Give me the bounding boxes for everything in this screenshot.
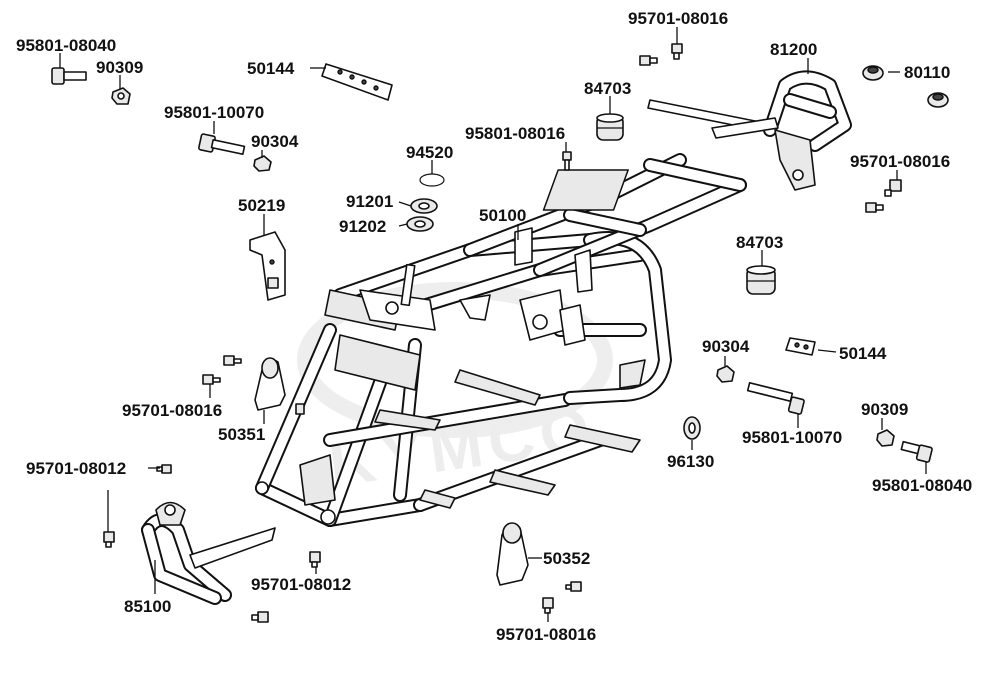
label-50352: 50352 bbox=[543, 549, 590, 568]
label-85100: 85100 bbox=[124, 597, 171, 616]
label-95801-10070-right: 95801-10070 bbox=[742, 428, 842, 447]
nut-90304-right bbox=[716, 365, 735, 383]
bolts-95701-08012-left bbox=[103, 464, 172, 548]
frame-50100 bbox=[255, 153, 747, 527]
leader-lines bbox=[59, 27, 927, 622]
label-90304-left: 90304 bbox=[251, 132, 299, 151]
label-50219: 50219 bbox=[238, 196, 285, 215]
bracket-50352 bbox=[496, 522, 529, 586]
label-84703-top: 84703 bbox=[584, 79, 631, 98]
circlip-94520 bbox=[419, 173, 445, 187]
bolts-95701-08016-top bbox=[639, 43, 683, 66]
bolts-95701-08016-bottom bbox=[542, 581, 582, 614]
label-90309-right: 90309 bbox=[861, 400, 908, 419]
label-91202: 91202 bbox=[339, 217, 386, 236]
label-95801-10070-left: 95801-10070 bbox=[164, 103, 264, 122]
label-95801-08040-top-left: 95801-08040 bbox=[16, 36, 116, 55]
label-95701-08016-right: 95701-08016 bbox=[850, 152, 950, 171]
label-95801-08016: 95801-08016 bbox=[465, 124, 565, 143]
label-50144-top: 50144 bbox=[247, 59, 295, 78]
label-90304-right: 90304 bbox=[702, 337, 750, 356]
bushing-96130 bbox=[683, 416, 701, 440]
bracket-50351 bbox=[254, 357, 305, 415]
bolts-95701-08012-bottom bbox=[251, 551, 321, 623]
label-95701-08012-left: 95701-08012 bbox=[26, 459, 126, 478]
strap-50144-right bbox=[785, 337, 816, 356]
bearing-91202 bbox=[406, 216, 434, 232]
bolt-95801-10070-left bbox=[198, 133, 246, 156]
footrest-85100 bbox=[141, 501, 276, 605]
label-96130: 96130 bbox=[667, 452, 714, 471]
label-84703-right: 84703 bbox=[736, 233, 783, 252]
label-50144-right: 50144 bbox=[839, 344, 887, 363]
label-95701-08016-top: 95701-08016 bbox=[628, 9, 728, 28]
nut-90309-right bbox=[876, 429, 895, 447]
label-50100: 50100 bbox=[479, 206, 526, 225]
label-95801-08040-right: 95801-08040 bbox=[872, 476, 972, 495]
strap-50144-top bbox=[321, 63, 393, 101]
rubber-mount-84703-right bbox=[746, 265, 776, 295]
label-95701-08016-left: 95701-08016 bbox=[122, 401, 222, 420]
bolt-95801-08040-right bbox=[900, 440, 933, 463]
nut-90309-top-left bbox=[111, 87, 131, 105]
bearing-91201 bbox=[410, 198, 438, 214]
label-50351: 50351 bbox=[218, 425, 265, 444]
caps-80110 bbox=[862, 65, 949, 108]
bolts-95701-08016-left bbox=[202, 355, 242, 385]
label-80110: 80110 bbox=[904, 63, 950, 82]
label-90309-top-left: 90309 bbox=[96, 58, 143, 77]
nut-90304-left bbox=[253, 155, 272, 172]
label-94520: 94520 bbox=[406, 143, 453, 162]
bolt-95801-10070-right bbox=[746, 381, 805, 415]
bolt-95801-08016 bbox=[562, 151, 572, 171]
label-95701-08012-bottom: 95701-08012 bbox=[251, 575, 351, 594]
label-81200: 81200 bbox=[770, 40, 817, 59]
rack-81200 bbox=[647, 70, 852, 191]
bolt-95801-08040-top-left bbox=[51, 67, 87, 85]
label-95701-08016-bottom: 95701-08016 bbox=[496, 625, 596, 644]
label-91201: 91201 bbox=[346, 192, 393, 211]
bolts-95701-08016-right bbox=[865, 179, 902, 213]
plate-50219 bbox=[249, 231, 286, 301]
rubber-mount-84703-top bbox=[596, 113, 624, 141]
part-labels: 95801-08040 90309 50144 95701-08016 8120… bbox=[16, 9, 972, 644]
